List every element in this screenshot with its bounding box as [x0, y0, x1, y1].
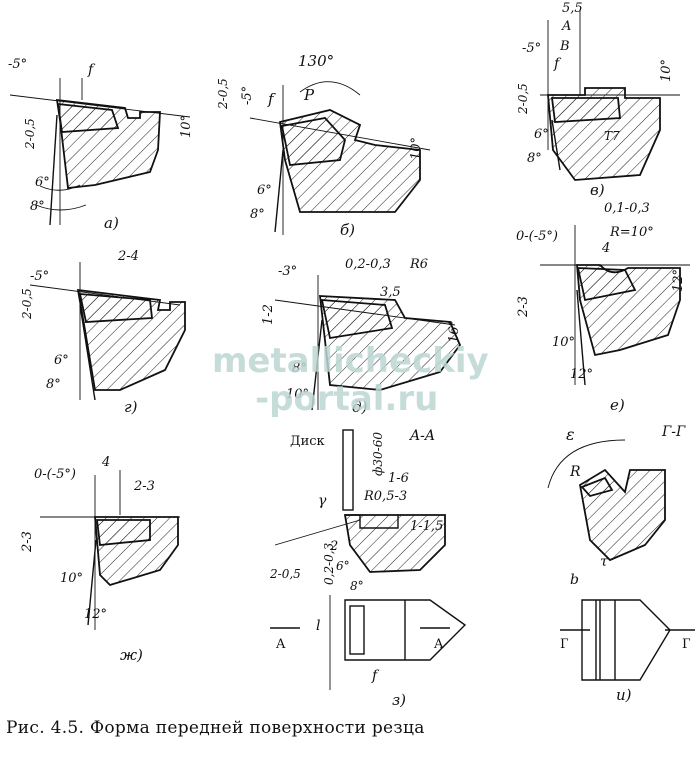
panel-b-tag: б) — [340, 221, 355, 239]
panel-a-label-10: 10° — [179, 115, 194, 138]
panel-v-label-neg5: -5° — [522, 41, 541, 56]
panel-e-label-4: 4 — [601, 241, 610, 256]
cutter-drawing: -5° f 2-0,5 10° 6° 8° а) 130° 2-0,5 -5° … — [8, 1, 695, 709]
panel-z-label-115: 1-1,5 — [410, 519, 443, 534]
panel-z-label-f: f — [371, 668, 380, 684]
panel-v-label-a: A — [561, 19, 571, 34]
panel-i: Г-Г ε R τ b Г Г и) — [547, 424, 695, 704]
panel-d-label-neg3: -3° — [278, 264, 297, 279]
panel-b-label-10: 10° — [409, 137, 424, 160]
panel-zh-label-12: 12° — [84, 607, 107, 622]
panel-e-label-0neg5: 0-(-5°) — [516, 229, 558, 244]
panel-d: -3° 0,2-0,3 R6 3,5 1-2 16° 8° 10° д) — [261, 257, 462, 416]
panel-z-label-disk: Диск — [290, 434, 325, 449]
panel-a-label-angle-top: -5° — [8, 57, 27, 72]
panel-v-label-t7: T7 — [604, 129, 620, 143]
panel-v-label-55: 5,5 — [562, 1, 583, 16]
panel-zh-label-0neg5: 0-(-5°) — [34, 467, 76, 482]
panel-i-label-eps: ε — [566, 425, 575, 444]
panel-z-tag: з) — [392, 691, 406, 709]
panel-g-label-depth: 2-0,5 — [20, 288, 34, 320]
panel-i-tag: и) — [616, 686, 632, 704]
panel-e-label-0103: 0,1-0,3 — [604, 201, 650, 216]
panel-zh-label-4: 4 — [101, 455, 110, 470]
watermark-line-2: -portal.ru — [255, 379, 438, 419]
panel-v-label-6: 6° — [534, 127, 549, 142]
panel-z-label-a-right: A — [433, 637, 444, 652]
panel-e-label-23: 2-3 — [516, 296, 531, 318]
panel-i-label-g-left: Г — [560, 637, 569, 652]
panel-i-label-r: R — [569, 464, 581, 480]
panel-e-label-r10: R=10° — [609, 225, 654, 240]
panel-z: Диск ф30-60 A-A 1-6 R0,5-3 γ 1-1,5 2 2-0… — [269, 428, 467, 709]
panel-g-label-8: 8° — [46, 377, 61, 392]
panel-g: -5° 2-4 2-0,5 6° 8° г) — [20, 249, 186, 416]
panel-v-tag: в) — [590, 181, 605, 199]
panel-e: 0,1-0,3 R=10° 0-(-5°) 4 12° 2-3 10° 12° … — [516, 201, 690, 414]
panel-zh-label-23-side: 2-3 — [20, 531, 35, 553]
panel-d-label-10: 10° — [286, 387, 309, 402]
panel-z-label-16: 1-6 — [388, 471, 409, 486]
panel-d-label-8: 8° — [292, 361, 307, 376]
panel-zh-tag: ж) — [120, 646, 143, 664]
panel-b-label-f: f — [267, 90, 276, 108]
panel-b-label-depth: 2-0,5 — [216, 78, 230, 110]
panel-i-label-b: b — [570, 572, 579, 588]
panel-g-label-6: 6° — [54, 353, 69, 368]
panel-e-label-12: 12° — [570, 367, 593, 382]
panel-z-label-8: 8° — [350, 579, 364, 593]
panel-d-label-12: 1-2 — [261, 304, 276, 325]
panel-d-label-16: 16° — [447, 320, 462, 343]
panel-z-label-r053: R0,5-3 — [363, 489, 407, 504]
panel-e-label-12-side: 12° — [671, 269, 686, 292]
panel-e-label-10: 10° — [552, 335, 575, 350]
panel-zh-label-23-top: 2-3 — [133, 479, 155, 494]
panel-v-label-f: f — [553, 56, 562, 72]
panel-d-label-35: 3,5 — [380, 285, 401, 300]
panel-z-label-gamma: γ — [318, 493, 327, 509]
panel-b-label-p: P — [303, 86, 315, 104]
panel-a-label-depth: 2-0,5 — [23, 118, 37, 150]
panel-g-label-24: 2-4 — [117, 249, 139, 264]
panel-z-label-205: 2-0,5 — [269, 567, 301, 581]
panel-a-label-6: 6° — [35, 175, 50, 190]
panel-a: -5° f 2-0,5 10° 6° 8° а) — [8, 57, 194, 232]
panel-zh-label-10: 10° — [60, 571, 83, 586]
panel-z-label-a-left: A — [275, 637, 286, 652]
panel-v-label-b: B — [559, 39, 570, 54]
panel-b-label-6: 6° — [257, 183, 272, 198]
panel-g-tag: г) — [124, 398, 138, 416]
panel-i-label-tau: τ — [600, 554, 608, 570]
panel-b-label-8: 8° — [250, 207, 265, 222]
panel-i-label-gg: Г-Г — [661, 424, 686, 440]
panel-v-label-8: 8° — [527, 151, 542, 166]
panel-zh: 0-(-5°) 4 2-3 2-3 10° 12° ж) — [20, 455, 180, 664]
panel-z-label-phi: ф30-60 — [371, 432, 385, 476]
panel-i-label-g-right: Г — [682, 637, 691, 652]
panel-d-label-r6: R6 — [409, 257, 428, 272]
panel-z-label-2: 2 — [329, 539, 338, 554]
panel-b-label-neg5: -5° — [240, 86, 255, 105]
panel-e-tag: е) — [610, 396, 625, 414]
panel-a-label-8: 8° — [30, 199, 45, 214]
panel-b: 130° 2-0,5 -5° f P 10° 6° 8° б) — [216, 52, 431, 239]
panel-z-label-0203: 0,2-0,3 — [322, 542, 336, 585]
panel-a-label-f: f — [87, 62, 96, 78]
panel-b-label-130: 130° — [298, 52, 334, 70]
panel-v: 5,5 A B -5° f 2-0,5 10° 6° 8° T7 в) — [516, 1, 680, 199]
watermark-line-1: metallicheckiy — [212, 341, 489, 381]
panel-d-label-0203: 0,2-0,3 — [345, 257, 391, 272]
panel-g-label-neg5: -5° — [30, 269, 49, 284]
panel-d-tag: д) — [352, 398, 368, 416]
panel-z-label-aa: A-A — [408, 428, 435, 444]
figure-caption: Рис. 4.5. Форма передней поверхности рез… — [6, 718, 425, 738]
panel-v-label-depth: 2-0,5 — [516, 83, 530, 115]
panel-z-label-l: l — [316, 618, 320, 634]
panel-z-label-6: 6° — [336, 559, 350, 573]
panel-a-tag: а) — [104, 214, 119, 232]
panel-v-label-10: 10° — [659, 59, 674, 82]
